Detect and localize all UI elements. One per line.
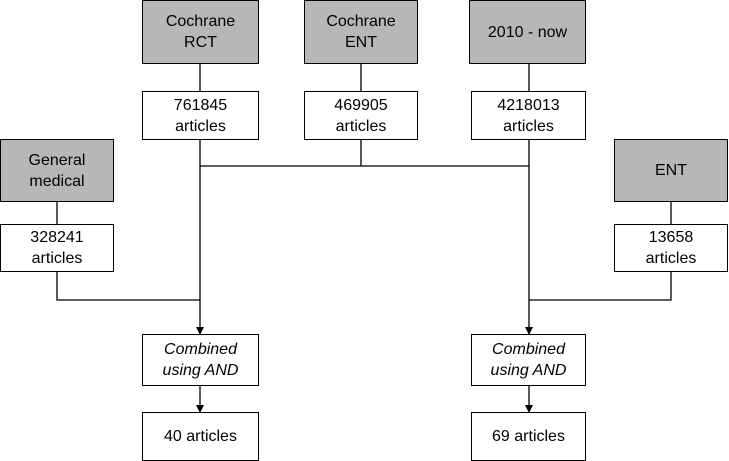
count-value: 13658 (648, 229, 694, 246)
source-cochrane-ent: Cochrane ENT (304, 0, 418, 64)
source-label-line2: RCT (184, 34, 217, 51)
connector-general-medical-branch (56, 272, 200, 301)
source-label-line1: 2010 - now (487, 23, 568, 41)
count-cochrane-ent: 469905 articles (304, 91, 418, 140)
source-label-line2: ENT (345, 34, 377, 51)
source-cochrane-rct: Cochrane RCT (142, 0, 259, 64)
count-value: 4218013 (497, 96, 560, 114)
count-value: 328241 (30, 229, 84, 246)
combine-and-left: Combined using AND (142, 334, 259, 386)
source-label-line1: General (28, 151, 86, 169)
combine-line2: using AND (490, 362, 567, 379)
source-date-range: 2010 - now (469, 0, 586, 64)
source-label-line2: medical (29, 172, 85, 190)
count-unit: articles (503, 117, 554, 135)
count-unit: articles (335, 117, 387, 135)
combine-line1: Combined (492, 341, 565, 358)
count-cochrane-rct: 761845 articles (142, 91, 259, 140)
count-value: 761845 (173, 96, 228, 114)
connector-ent-branch (529, 272, 672, 301)
count-unit: articles (645, 250, 697, 267)
source-label-line1: Cochrane (326, 13, 396, 30)
result-right: 69 articles (471, 412, 586, 461)
combine-line2: using AND (162, 362, 239, 379)
count-date-range: 4218013 articles (471, 91, 586, 140)
source-general-medical: General medical (0, 139, 114, 202)
result-text: 40 articles (164, 428, 237, 445)
count-unit: articles (31, 250, 83, 267)
result-left: 40 articles (142, 412, 259, 461)
count-unit: articles (175, 117, 226, 135)
combine-line1: Combined (164, 341, 237, 358)
count-value: 469905 (334, 96, 388, 114)
source-ent: ENT (614, 139, 728, 202)
combine-and-right: Combined using AND (471, 334, 586, 386)
result-text: 69 articles (492, 428, 565, 445)
count-ent: 13658 articles (614, 224, 728, 272)
source-label-line1: Cochrane (165, 13, 236, 30)
count-general-medical: 328241 articles (0, 224, 114, 272)
source-label-line1: ENT (655, 162, 687, 179)
